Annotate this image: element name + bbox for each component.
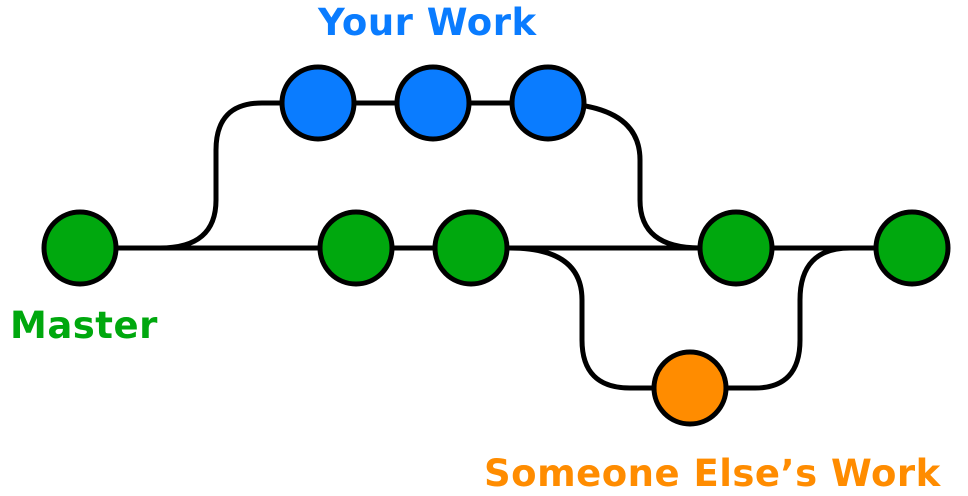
- master-merge-commit-node: [697, 209, 775, 287]
- someone-else-branch-out-line: [507, 245, 693, 391]
- someone-else-label: Someone Else’s Work: [484, 452, 941, 495]
- your-work-label: Your Work: [318, 1, 537, 44]
- your-work-commit-node: [279, 64, 357, 142]
- master-commit-node: [432, 209, 510, 287]
- your-work-commit-node: [394, 64, 472, 142]
- master-merge-commit-node: [873, 209, 951, 287]
- master-label: Master: [10, 304, 158, 347]
- your-work-merge-line: [545, 100, 703, 251]
- master-commit-node: [317, 209, 395, 287]
- master-commit-node: [41, 209, 119, 287]
- your-work-commit-node: [509, 64, 587, 142]
- your-work-branch-out-line: [157, 100, 321, 251]
- someone-else-commit-node: [651, 349, 729, 427]
- someone-else-merge-line: [687, 245, 853, 391]
